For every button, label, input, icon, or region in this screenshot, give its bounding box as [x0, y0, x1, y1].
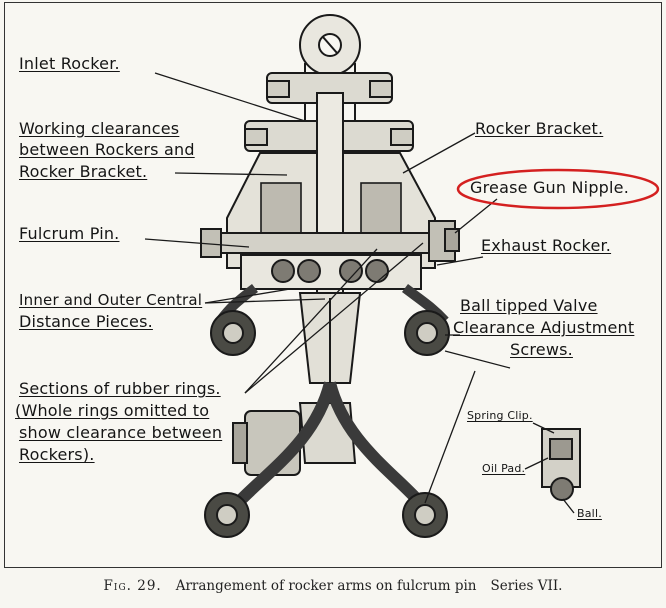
ball-bearing [297, 259, 321, 283]
label-ball-tipped-2: Clearance Adjustment [453, 318, 635, 337]
highlight-ellipse [456, 168, 660, 210]
label-working-clearances-2: between Rockers and [19, 140, 195, 159]
label-distance-pieces-2: Distance Pieces. [19, 312, 153, 331]
label-oil-pad: Oil Pad. [482, 462, 526, 475]
label-ball-tipped-1: Ball tipped Valve [460, 296, 598, 315]
leader-lines [144, 72, 575, 514]
figure-caption: Fig. 29. Arrangement of rocker arms on fu… [0, 578, 666, 594]
label-ball: Ball. [577, 507, 602, 520]
label-rubber-rings-2: (Whole rings omitted to [15, 401, 210, 420]
caption-text: Arrangement of rocker arms on fulcrum pi… [175, 578, 477, 594]
ball-bearing [271, 259, 295, 283]
fulcrum-pin [216, 232, 448, 254]
figure-frame: Inlet Rocker. Working clearances between… [4, 2, 662, 568]
label-rubber-rings-3: show clearance between [19, 423, 223, 442]
label-inlet-rocker: Inlet Rocker. [19, 54, 120, 73]
label-fulcrum-pin: Fulcrum Pin. [19, 224, 120, 243]
ball-bearing [365, 259, 389, 283]
label-spring-clip: Spring Clip. [467, 409, 533, 422]
ball-bearing [339, 259, 363, 283]
label-grease-gun-nipple: Grease Gun Nipple. [470, 178, 630, 197]
label-exhaust-rocker: Exhaust Rocker. [481, 236, 612, 255]
label-distance-pieces-1: Inner and Outer Central [19, 291, 203, 309]
rocker-arm-drawing [144, 14, 660, 538]
label-rubber-rings-4: Rockers). [19, 445, 95, 464]
caption-fig-number: Fig. 29. [103, 578, 162, 594]
label-rubber-rings-1: Sections of rubber rings. [19, 379, 221, 398]
label-working-clearances-3: Rocker Bracket. [19, 162, 148, 181]
label-rocker-bracket: Rocker Bracket. [475, 119, 604, 138]
label-working-clearances-1: Working clearances [19, 119, 180, 138]
label-ball-tipped-3: Screws. [510, 340, 573, 359]
caption-series: Series VII. [490, 578, 563, 594]
